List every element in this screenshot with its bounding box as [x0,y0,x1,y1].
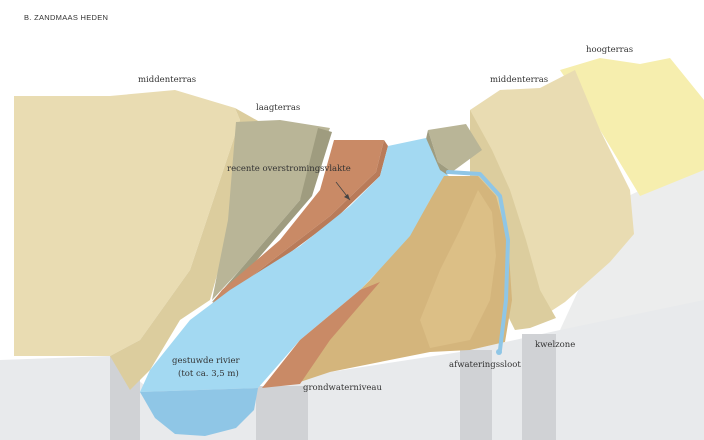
drainage-outlet [496,349,502,355]
label-hoogterras: hoogterras [586,45,633,56]
label-rivier-line1: gestuwde rivier [172,356,240,367]
label-grondwaterniveau: grondwaterniveau [303,383,382,394]
groundwater-column [256,386,308,440]
label-afwateringssloot: afwateringssloot [449,360,521,371]
label-middenterras-right: middenterras [490,75,548,86]
label-middenterras-left: middenterras [138,75,196,86]
label-kwelzone: kwelzone [535,340,575,351]
label-laagterras: laagterras [256,103,300,114]
label-overstromingsvlakte: recente overstromingsvlakte [227,164,351,175]
diagram-title: B. ZANDMAAS HEDEN [24,13,108,22]
label-rivier-line2: (tot ca. 3,5 m) [178,369,239,380]
